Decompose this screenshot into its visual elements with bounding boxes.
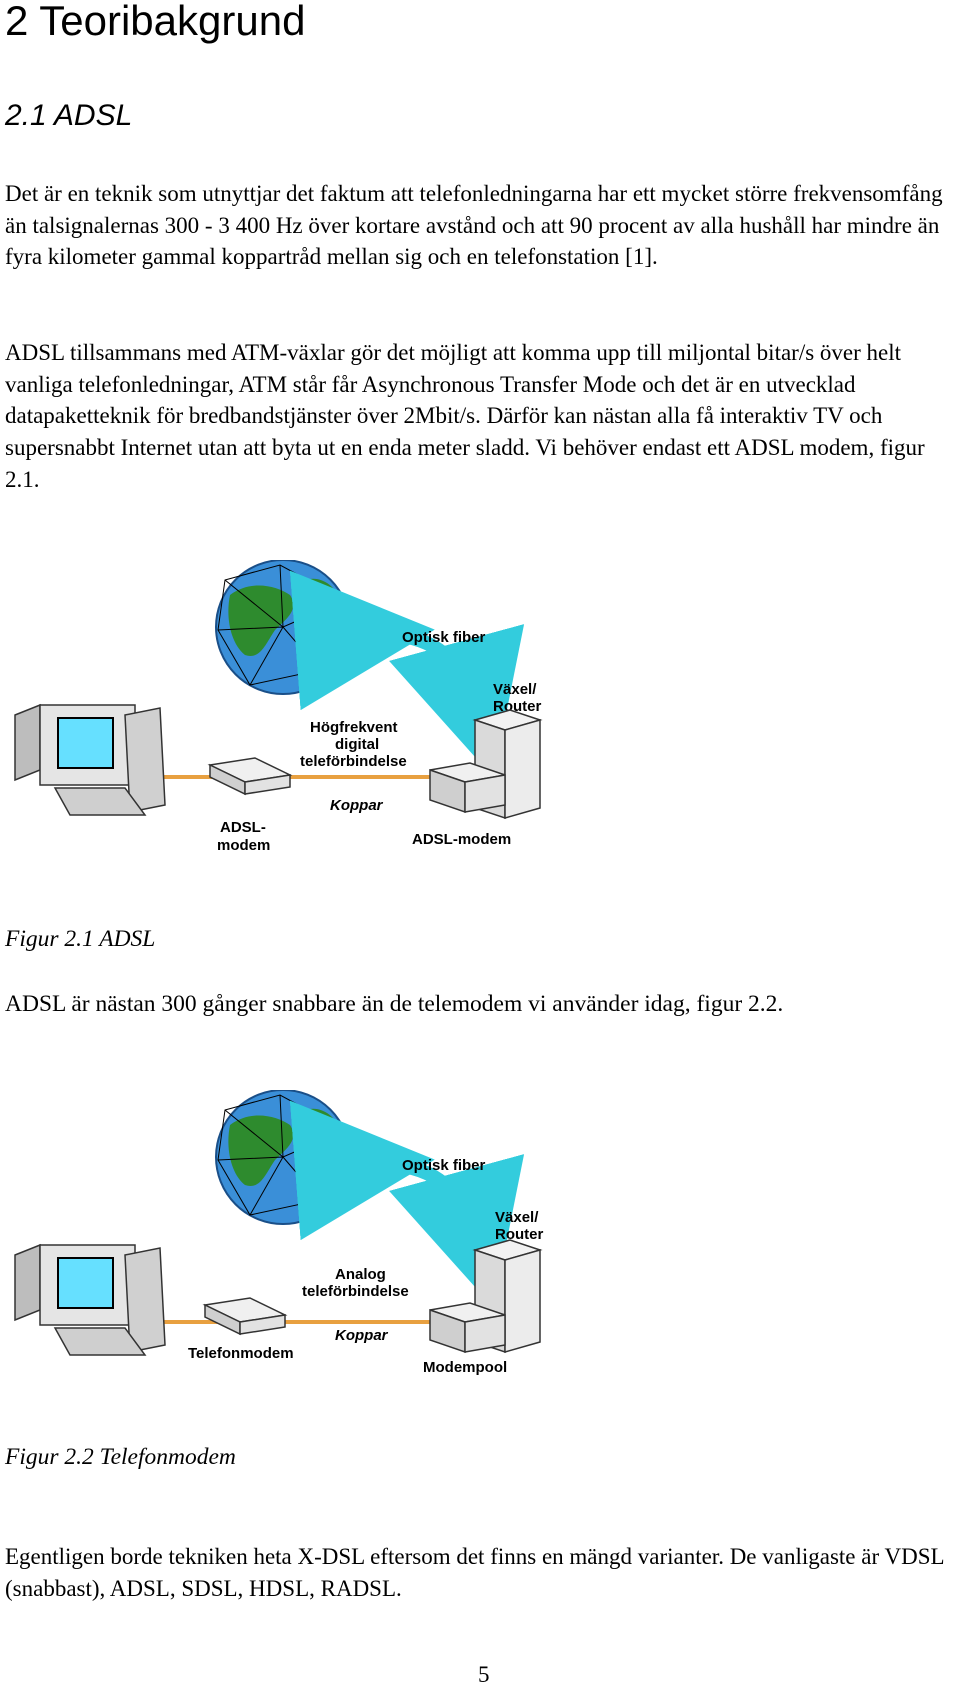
- globe-icon: [215, 560, 351, 695]
- section-heading: 2.1 ADSL: [5, 99, 133, 132]
- fiber-arrow-icon: [289, 570, 525, 778]
- page-heading: 2 Teoribakgrund: [5, 0, 306, 44]
- paragraph-xdsl: Egentligen borde tekniken heta X-DSL eft…: [5, 1544, 944, 1601]
- copper-label: Koppar: [330, 797, 384, 814]
- fiber-label: Optisk fiber: [402, 629, 486, 646]
- modem-right-label: Modempool: [423, 1359, 507, 1376]
- figure-telefonmodem-diagram: Optisk fiber Växel/ Router Telefonmodem …: [14, 1090, 543, 1376]
- link-label-line1: Högfrekvent: [310, 719, 398, 736]
- router-label-line1: Växel/: [495, 1209, 539, 1226]
- figure1-caption: Figur 2.1 ADSL: [5, 926, 156, 952]
- copper-label: Koppar: [335, 1327, 389, 1344]
- modem-left-label: Telefonmodem: [188, 1345, 294, 1362]
- link-label-line2: teleförbindelse: [302, 1283, 409, 1300]
- computer-icon: [14, 703, 166, 816]
- modem-left-label-line1: ADSL-: [220, 819, 266, 836]
- globe-icon: [215, 1090, 351, 1225]
- modem-right-label: ADSL-modem: [412, 831, 511, 848]
- fiber-label: Optisk fiber: [402, 1157, 486, 1174]
- modem-pool-icon: [429, 1302, 506, 1354]
- figure2-caption: Figur 2.2 Telefonmodem: [5, 1444, 236, 1470]
- link-label-line1: Analog: [335, 1266, 386, 1283]
- telephone-modem-icon: [202, 1297, 288, 1336]
- modem-left-label-line2: modem: [217, 837, 270, 854]
- router-label-line2: Router: [495, 1226, 543, 1243]
- paragraph-atm: ADSL tillsammans med ATM-växlar gör det …: [5, 340, 925, 492]
- link-label-line2: digital: [335, 736, 379, 753]
- fiber-arrow-icon: [289, 1100, 525, 1308]
- computer-icon: [14, 1243, 166, 1356]
- link-label-line3: teleförbindelse: [300, 753, 407, 770]
- figure-adsl-diagram: Optisk fiber Växel/ Router ADSL- modem H…: [14, 560, 543, 854]
- adsl-modem-right-icon: [429, 762, 506, 814]
- page-number: 5: [478, 1662, 490, 1687]
- adsl-modem-left-icon: [207, 757, 293, 796]
- paragraph-intro: Det är en teknik som utnyttjar det faktu…: [5, 181, 943, 270]
- router-label-line1: Växel/: [493, 681, 537, 698]
- paragraph-speed: ADSL är nästan 300 gånger snabbare än de…: [5, 991, 784, 1017]
